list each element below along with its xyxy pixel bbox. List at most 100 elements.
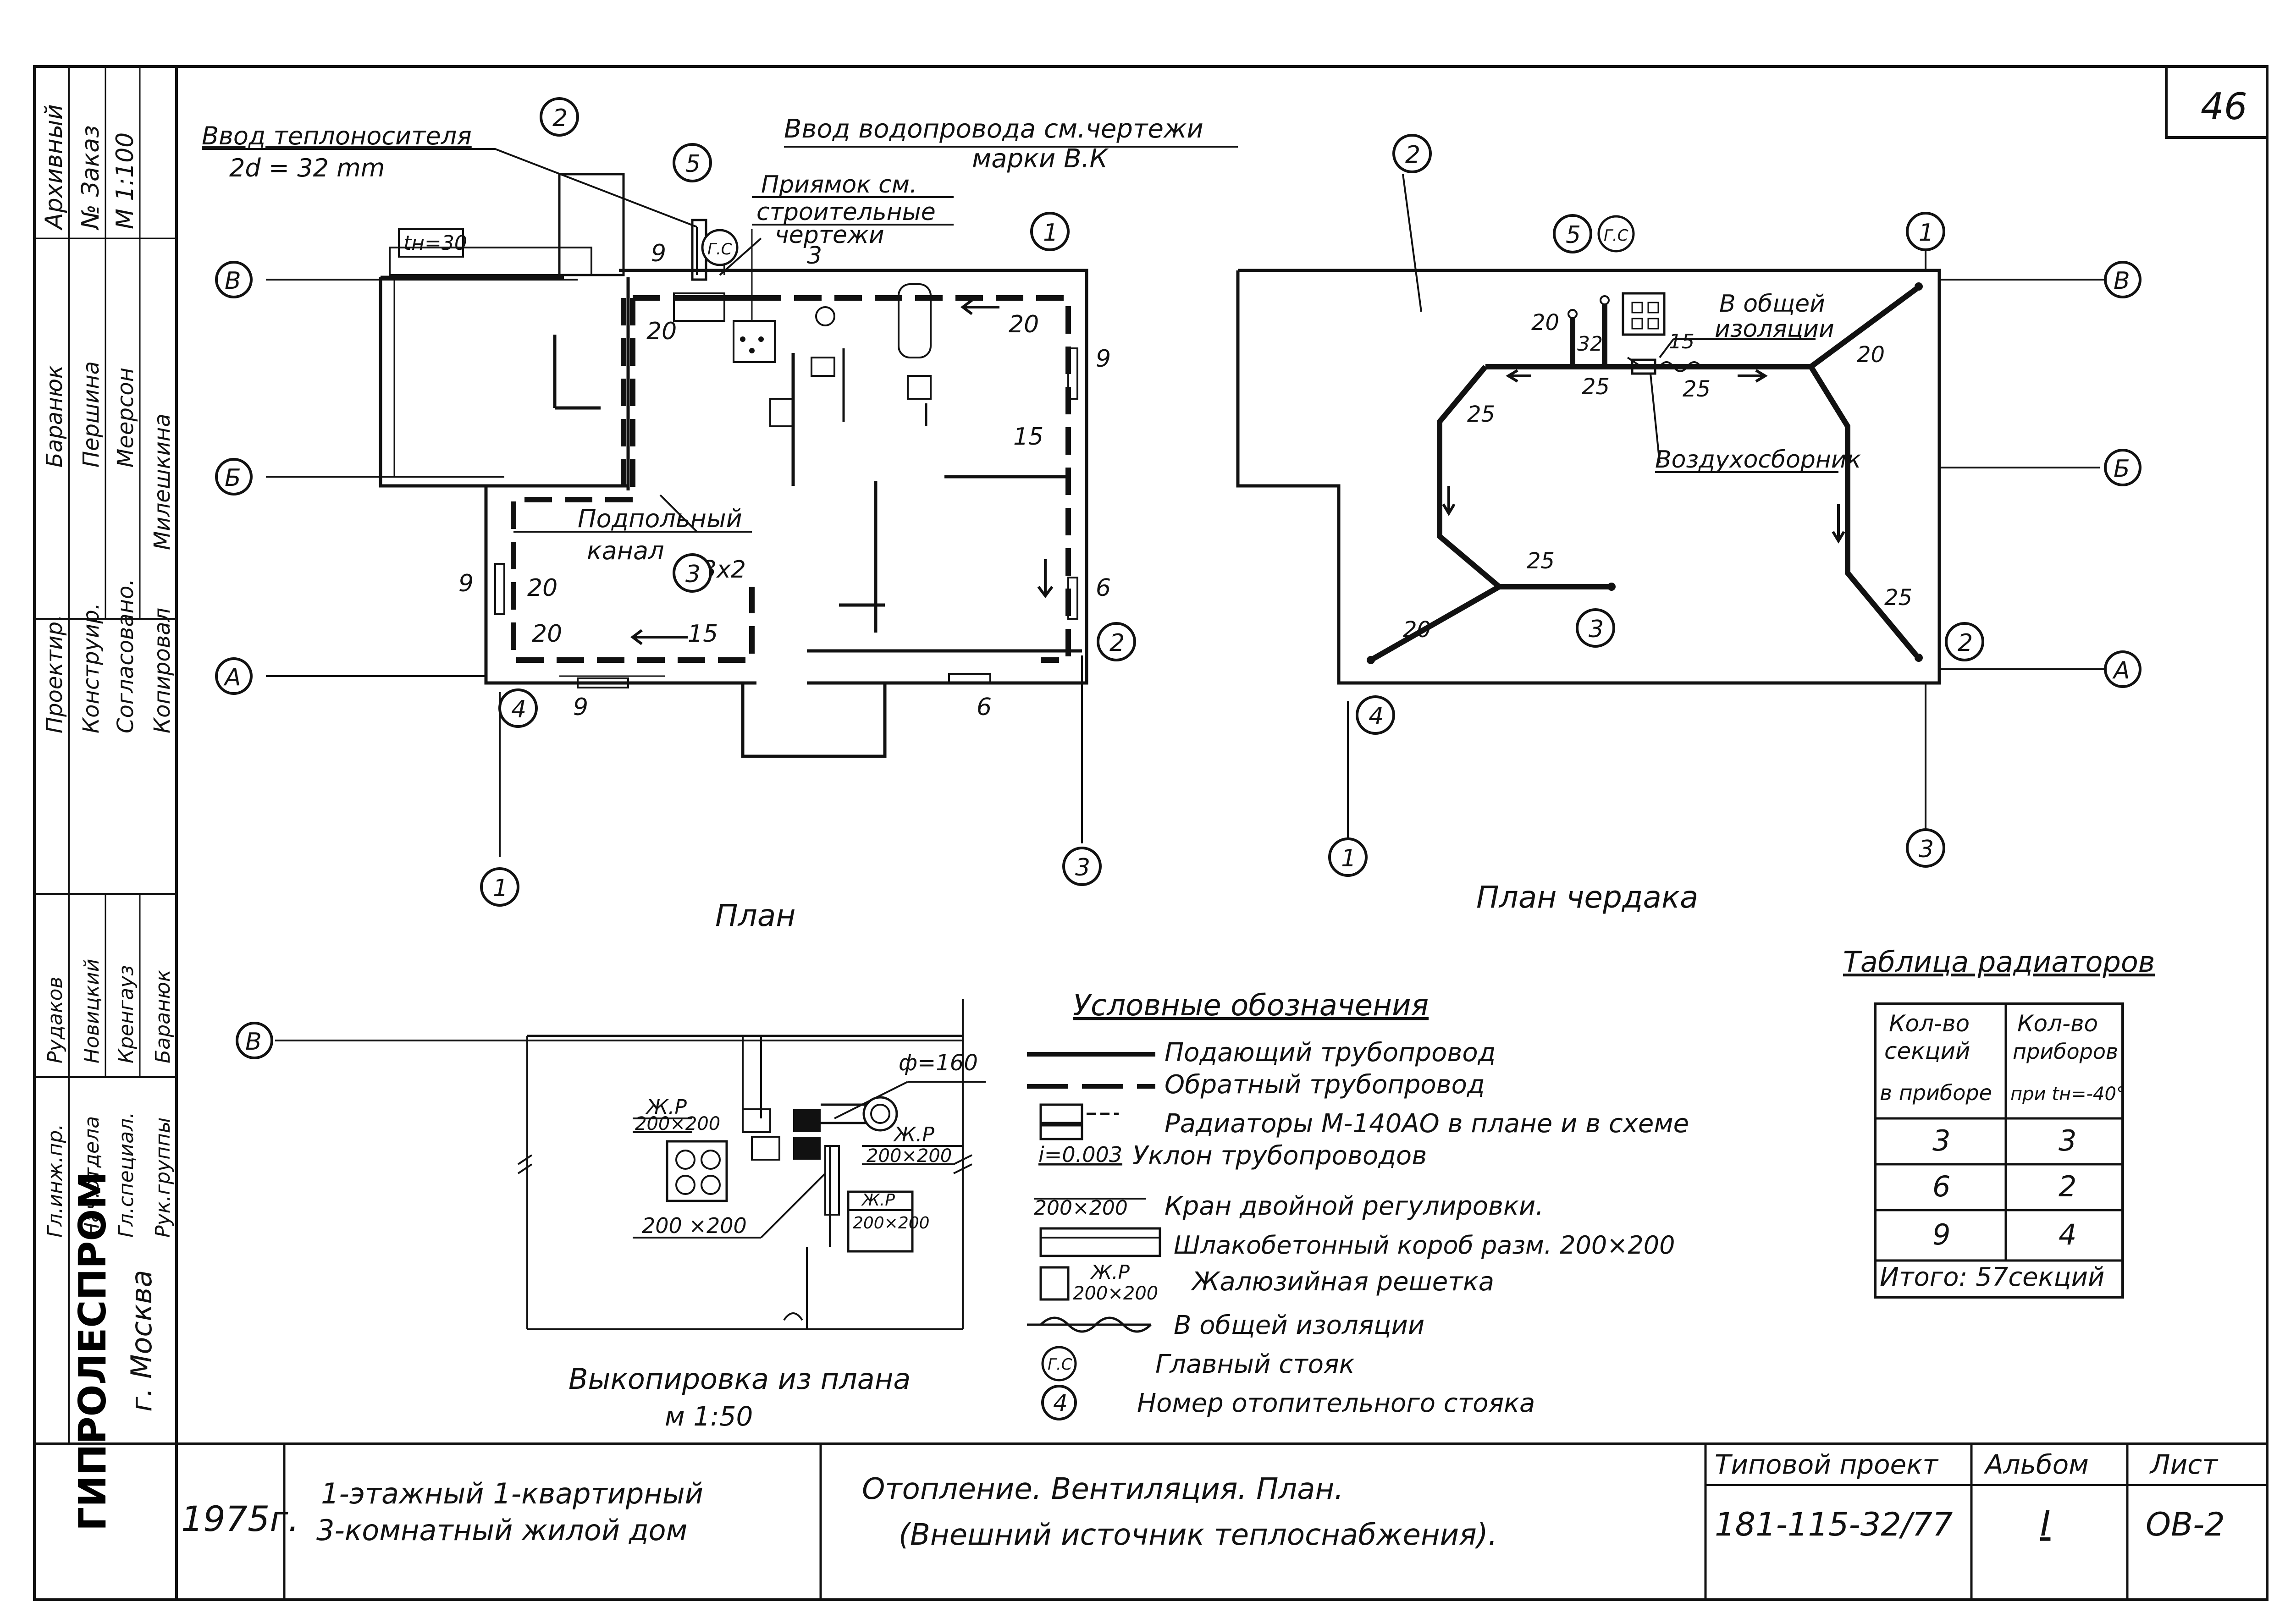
note-channel-2: канал (587, 536, 664, 565)
note-pit-2: строительные (756, 198, 936, 226)
role-designer: Проектир. (42, 615, 67, 733)
tb-year: 1975г. (181, 1498, 299, 1539)
legend: Условные обозначения i=0.003 200×200 Ж.Р… (1027, 989, 1689, 1420)
attic-plan: План чердака В общей изоляции Воздухосбо… (1236, 134, 2142, 915)
legend-item-main-riser: Главный стояк (1155, 1349, 1355, 1379)
riser-3-attic: 3 (1589, 616, 1604, 643)
rt-r2-c1: 6 (1932, 1170, 1950, 1203)
sheet-frame: 46 (33, 65, 2268, 1601)
attic-title: План чердака (1476, 880, 1698, 915)
axis-3-plan-bottom: 3 (1075, 854, 1090, 881)
num-15-right: 15 (1013, 423, 1043, 451)
legend-title: Условные обозначения (1073, 989, 1429, 1023)
num-3-top: 3 (807, 242, 822, 270)
axis-b-plan: Б (225, 464, 241, 492)
num-9-left: 9 (458, 570, 474, 597)
rt-r3-c1: 9 (1932, 1218, 1950, 1251)
return-arrow-top (960, 299, 999, 315)
name-copied: Милешкина (149, 413, 175, 550)
attic-arrow-left (1506, 369, 1531, 383)
axis-1-plan-bottom: 1 (493, 875, 508, 902)
tb-album-no: I (2040, 1503, 2050, 1544)
num-20-top-left: 20 (646, 318, 677, 345)
legend-item-box: Шлакобетонный короб разм. 200×200 (1174, 1231, 1675, 1260)
legend-item-insul: В общей изоляции (1174, 1310, 1424, 1340)
org-city: г. Москва (125, 1270, 158, 1412)
attic-num-25-b: 25 (1683, 376, 1711, 402)
tb-project-no: 181-115-32/77 (1715, 1506, 1953, 1543)
radiator-table: Таблица радиаторов Кол-во секций в прибо… (1843, 945, 2155, 1299)
return-arrow-bottom (630, 629, 688, 645)
tb-album-label: Альбом (1983, 1449, 2089, 1480)
num-9-bottom: 9 (573, 694, 588, 721)
axis-3-attic-bottom: 3 (1919, 836, 1934, 863)
detail-zr3: Ж.Р (861, 1191, 895, 1210)
name-dept-head: Новицкий (80, 959, 104, 1063)
detail-zr3-size: 200×200 (853, 1214, 930, 1233)
legend-item-radiators: Радиаторы М-140АО в плане и в схеме (1165, 1109, 1689, 1139)
rt-r2-c2: 2 (2059, 1170, 2076, 1203)
riser-4-plan: 4 (511, 696, 526, 723)
legend-item-supply: Подающий трубопровод (1165, 1038, 1496, 1068)
num-6-right: 6 (1096, 574, 1111, 602)
role-dept-head: Нач.отдела (80, 1116, 104, 1238)
rt-r3-c2: 4 (2059, 1218, 2076, 1251)
detail-scale: м 1:50 (665, 1401, 753, 1432)
tb-sheet-label: Лист (2149, 1449, 2219, 1480)
detail-box-size: 200 ×200 (642, 1213, 747, 1238)
axis-b-attic: Б (2114, 455, 2130, 483)
rt-h2-1: Кол-во (2017, 1010, 2098, 1037)
legend-item-valve: Кран двойной регулировки. (1165, 1191, 1544, 1221)
tb-building-2: 3-комнатный жилой дом (316, 1514, 687, 1547)
legend-num-symbol: 4 (1053, 1390, 1068, 1416)
axis-a-plan: А (223, 664, 241, 691)
legend-gs-symbol: Г.С (1048, 1355, 1072, 1374)
attic-num-25-c: 25 (1467, 402, 1495, 427)
sheet-number: 46 (2201, 85, 2247, 128)
note-pit-1: Приямок см. (761, 171, 917, 198)
axis-v-attic: В (2114, 267, 2130, 295)
legend-slope: i=0.003 (1038, 1142, 1122, 1167)
note-water-input2: марки В.К (972, 144, 1109, 174)
detail-title: Выкопировка из плана (568, 1362, 911, 1396)
detail-zr1: Ж.Р (645, 1096, 687, 1119)
note-pit-3: чертежи (775, 221, 884, 249)
legend-valve-size: 200×200 (1034, 1196, 1128, 1220)
axis-v-plan: В (225, 267, 241, 295)
name-chief-eng: Рудаков (44, 977, 67, 1063)
note-channel-1: Подпольный (578, 504, 742, 533)
riser-5-attic: 5 (1566, 221, 1581, 249)
rt-h2-3: при tн=-40° (2010, 1084, 2125, 1105)
archive-line2: № Заказ (77, 125, 105, 231)
legend-zr-size: 200×200 (1073, 1283, 1158, 1304)
name-designer: Баранюк (42, 365, 67, 468)
num-20-left: 20 (527, 574, 557, 602)
num-6-bottom: 6 (977, 694, 992, 721)
tb-sheet-no: ОВ-2 (2146, 1506, 2225, 1543)
tb-sheet-title-1: Отопление. Вентиляция. План. (862, 1472, 1344, 1506)
rt-r1-c2: 3 (2059, 1124, 2076, 1157)
detail-phi: ф=160 (899, 1050, 978, 1076)
note-water-input: Ввод водопровода см.чертежи (784, 114, 1203, 144)
attic-num-25-d: 25 (1527, 548, 1555, 574)
attic-note-insul-2: изоляции (1715, 315, 1834, 343)
tb-sheet-title-2: (Внешний источник теплоснабжения). (899, 1518, 1497, 1552)
detail-extract: В Выкопировка из плана м 1:50 ф=160 Ж.Р … (236, 999, 986, 1432)
attic-arrow-right (1738, 369, 1768, 383)
archive-line3: М 1:100 (111, 132, 139, 229)
attic-num-20-a: 20 (1531, 310, 1559, 336)
role-group-head: Рук.группы (151, 1118, 175, 1238)
tb-project-label: Типовой проект (1715, 1449, 1939, 1480)
axis-2-plan-right: 2 (1109, 629, 1125, 657)
axis-2-attic-top: 2 (1405, 141, 1420, 169)
legend-item-slope: Уклон трубопроводов (1132, 1141, 1427, 1171)
attic-arrow-down-right (1832, 504, 1845, 544)
left-stamp-strip: Архивный № Заказ М 1:100 Проектир. Баран… (34, 66, 177, 1531)
org-name: ГИПРОЛЕСПРОМ (71, 1172, 115, 1531)
attic-num-25-e: 25 (1884, 585, 1912, 611)
legend-item-riser-no: Номер отопительного стояка (1137, 1388, 1535, 1418)
name-chief-spec: Кренгауз (115, 965, 138, 1063)
riser-3-plan: 3 (685, 561, 701, 588)
legend-item-return: Обратный трубопровод (1165, 1070, 1485, 1100)
role-agreed: Согласовано. (113, 578, 138, 733)
